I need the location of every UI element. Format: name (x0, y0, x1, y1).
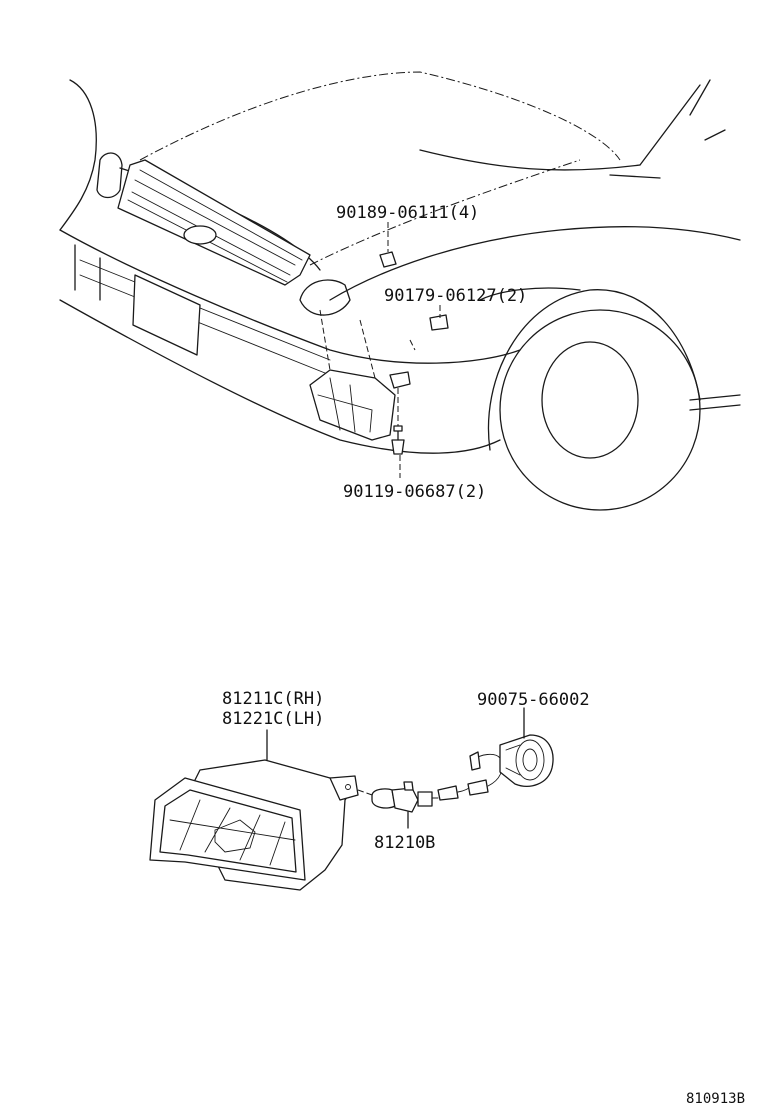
callout-clip: 90189-06111(4) (336, 203, 479, 223)
bumper-lower (59, 299, 501, 454)
bumper-vertical-lines (74, 244, 101, 301)
license-plate (132, 274, 201, 356)
callout-unit-rh: 81211C(RH) (222, 689, 324, 709)
right-fender (329, 226, 741, 301)
bolt-part (391, 425, 405, 455)
clip-part (379, 251, 397, 268)
lamp-lens-lines (317, 377, 373, 433)
wheel-rim (541, 341, 639, 459)
mirror-lines (689, 79, 726, 141)
mount-hole (345, 784, 351, 790)
wheel-arch (487, 289, 701, 451)
callout-socket: 90075-66002 (477, 690, 590, 710)
headlamp-lens-inner (159, 789, 297, 873)
rocker-lines (689, 394, 741, 411)
nut-clip-part (429, 314, 449, 331)
left-headlamp-outline (96, 152, 123, 199)
headlamp-exploded-view (149, 707, 554, 891)
vehicle-front-view (59, 71, 741, 511)
callout-bolt: 90119-06687(2) (343, 482, 486, 502)
tire (499, 309, 701, 511)
headlamp-mount-tab (329, 775, 359, 801)
hood-outline (139, 71, 621, 161)
bumper-strips (79, 259, 331, 376)
grille (117, 159, 311, 286)
assembly-lines (319, 309, 399, 426)
illustration-number: 810913B (686, 1091, 745, 1107)
right-headlamp-recess (299, 279, 351, 316)
lens-pattern (169, 799, 296, 866)
socket-part (437, 734, 554, 801)
callout-bulb: 81210B (374, 833, 435, 853)
leader-bulb-axis (357, 789, 376, 797)
a-pillar (639, 84, 701, 166)
lamp-bracket (389, 371, 411, 389)
callout-unit-lh: 81221C(LH) (222, 709, 324, 729)
fender-lip (479, 287, 581, 301)
bumper-upper (59, 229, 521, 364)
hood-rear-edge (419, 149, 641, 171)
emblem (183, 225, 217, 245)
leader-nut-clip (409, 305, 441, 351)
callout-nut-clip: 90179-06127(2) (384, 286, 527, 306)
left-fender (59, 79, 97, 231)
windshield-base (609, 174, 661, 179)
bulb-part (371, 781, 439, 813)
hood-crease (309, 159, 581, 266)
